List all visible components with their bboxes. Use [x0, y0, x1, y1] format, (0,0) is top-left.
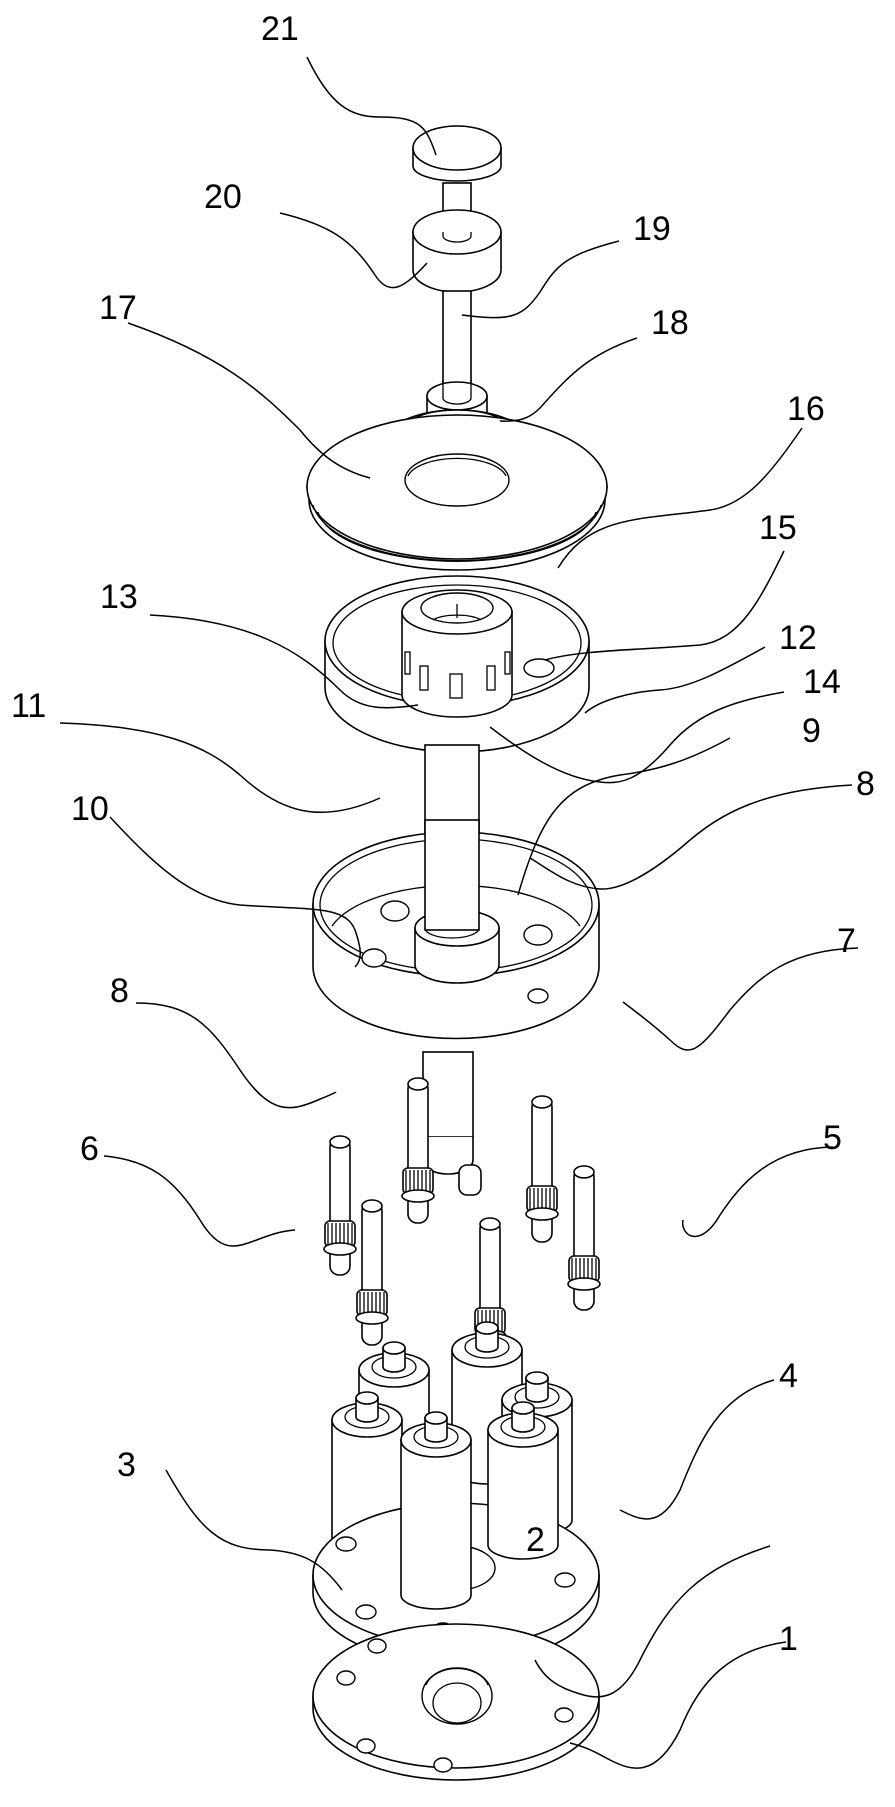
label-20: 20: [204, 178, 242, 216]
label-8b: 8: [110, 972, 129, 1010]
leader-19: [461, 240, 620, 319]
cylinder-stud-top: [355, 1391, 379, 1405]
part-slotted-sleeve: [401, 589, 513, 718]
cylinder-stud-top: [475, 1321, 499, 1335]
leader-11: [59, 722, 381, 814]
label-14: 14: [803, 663, 841, 701]
pin-top: [531, 1095, 553, 1109]
leader-6: [103, 1155, 296, 1247]
leader-13: [149, 614, 419, 709]
pin-washer: [323, 1242, 357, 1256]
cylinder-body: [400, 1439, 472, 1610]
leader-4: [619, 1379, 775, 1520]
label-19: 19: [633, 210, 671, 248]
label-16: 16: [787, 390, 825, 428]
reference-labels: 21 20 19 18 17 16 15 12 13 14 11 9 8 10 …: [11, 10, 875, 1658]
cylinder-stud-top: [382, 1341, 406, 1355]
pin-top: [573, 1165, 595, 1179]
cylinders-front-group: [400, 1401, 559, 1610]
pin-top: [361, 1199, 383, 1213]
pin-top: [329, 1135, 351, 1149]
leader-18: [499, 337, 638, 422]
label-9: 9: [802, 712, 821, 750]
leader-12: [584, 646, 766, 714]
leader-16: [557, 427, 803, 569]
pin-washer: [567, 1277, 601, 1291]
leader-17: [127, 322, 371, 479]
leader-9: [517, 737, 731, 896]
label-5: 5: [823, 1119, 842, 1157]
label-3: 3: [117, 1446, 136, 1484]
label-8a: 8: [856, 765, 875, 803]
leader-3: [165, 1469, 343, 1591]
leader-15: [544, 550, 785, 661]
leader-5: [682, 1146, 834, 1238]
leader-8a: [529, 784, 853, 890]
pin-washer: [355, 1311, 389, 1325]
part-cover-disc: [306, 414, 608, 571]
pin-top: [407, 1077, 429, 1091]
pins-group: [323, 1077, 601, 1371]
part-housing: [312, 819, 600, 1040]
label-10: 10: [71, 790, 109, 828]
leader-7: [622, 947, 859, 1051]
leader-8b: [135, 1002, 337, 1109]
leader-20: [279, 212, 428, 289]
cylinder-stud-top: [525, 1371, 549, 1385]
label-17: 17: [99, 289, 137, 327]
leader-1: [569, 1641, 787, 1769]
label-21: 21: [261, 10, 299, 48]
label-2: 2: [526, 1521, 545, 1559]
label-15: 15: [759, 509, 797, 547]
part-collar: [412, 209, 502, 293]
label-7: 7: [837, 922, 856, 960]
pin-washer: [401, 1189, 435, 1203]
leader-21: [306, 56, 437, 156]
part-lower-shaft: [422, 1051, 482, 1196]
label-1: 1: [779, 1620, 798, 1658]
leader-10: [109, 816, 361, 968]
cylinder-stud-top: [511, 1401, 535, 1415]
label-18: 18: [651, 304, 689, 342]
leader-2: [534, 1545, 771, 1698]
leader-14: [489, 691, 785, 784]
label-12: 12: [779, 619, 817, 657]
label-13: 13: [100, 578, 138, 616]
cylinder-stud-top: [424, 1411, 448, 1425]
label-6: 6: [80, 1130, 99, 1168]
leader-lines: [59, 56, 859, 1769]
label-11: 11: [11, 687, 46, 725]
label-4: 4: [779, 1357, 798, 1395]
part-base-flange: [312, 1623, 600, 1781]
cylinder-body: [487, 1429, 559, 1560]
pin-washer: [525, 1207, 559, 1221]
pin-top: [479, 1217, 501, 1231]
